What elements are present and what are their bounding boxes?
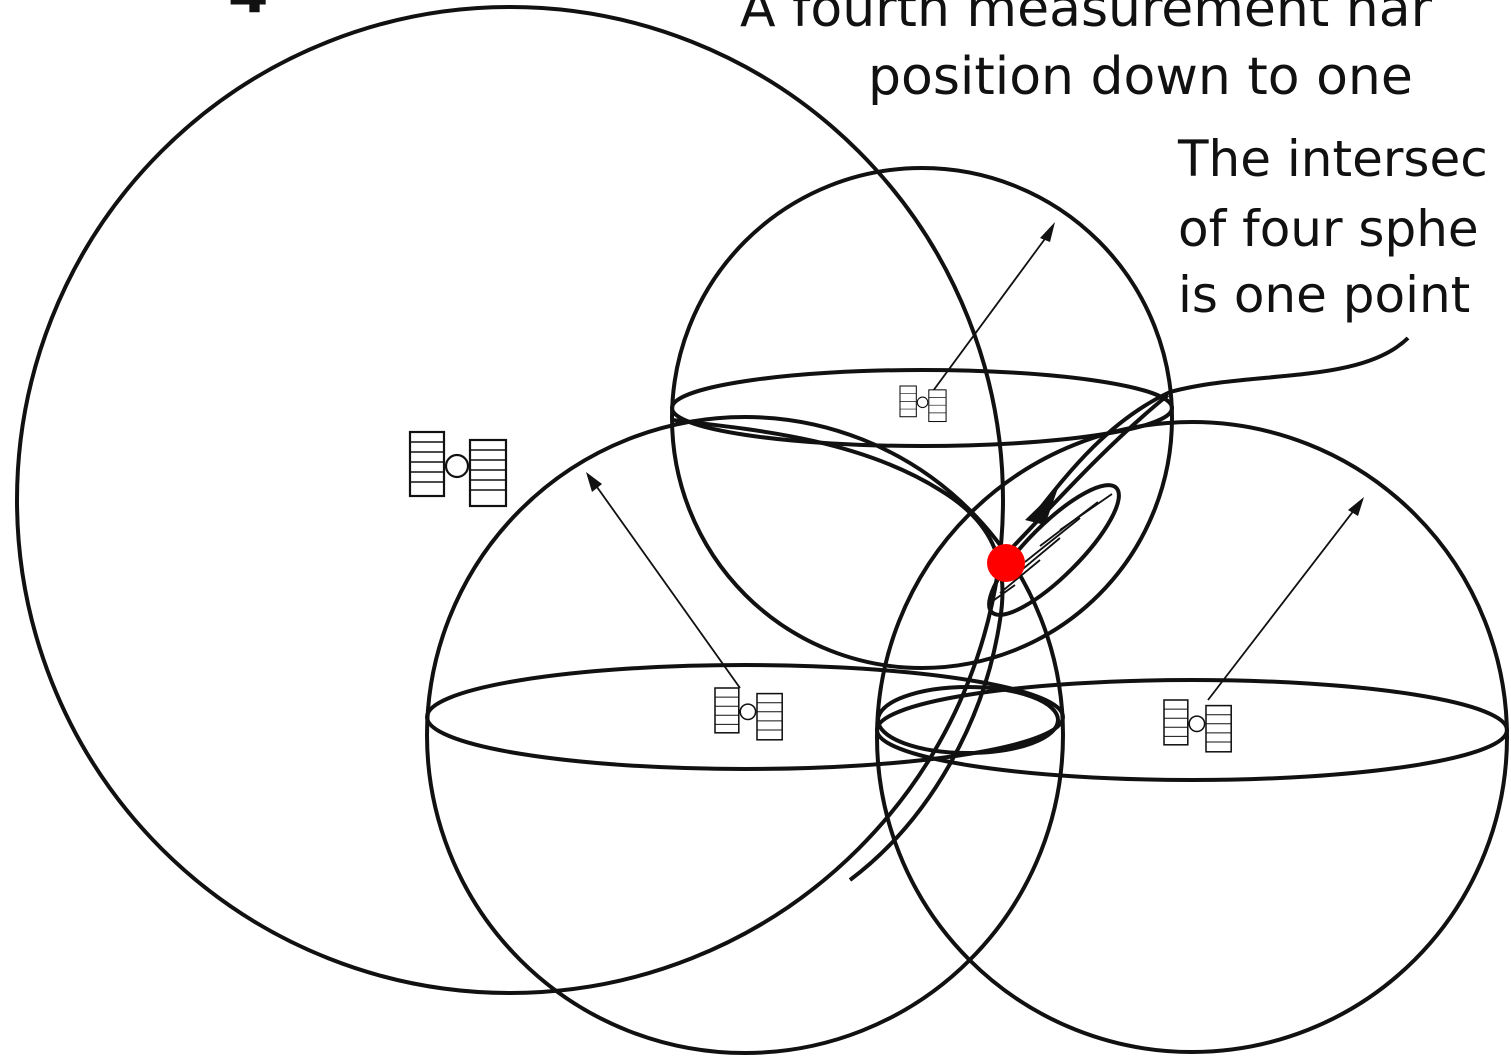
satellite-icon <box>899 385 947 423</box>
callout-line-2: of four sphe <box>1178 200 1479 258</box>
intersection-region <box>987 483 1121 617</box>
callout-line-1: The intersec <box>1177 130 1488 188</box>
satellite-icon <box>1163 699 1232 753</box>
top-sphere-equator <box>670 368 1174 448</box>
heading-line-2: position down to one <box>868 47 1413 107</box>
overlap-ellipse <box>876 685 1060 755</box>
callout-leader-line <box>1033 336 1410 517</box>
position-marker <box>987 544 1025 582</box>
satellite-icon <box>714 687 783 741</box>
hatch-line <box>989 584 1016 604</box>
large-sphere-outline <box>15 5 1005 995</box>
right-sphere-outline <box>875 420 1509 1054</box>
left-sphere-equator <box>425 663 1065 771</box>
left-sphere <box>425 415 1065 1055</box>
callout-line-3: is one point <box>1178 266 1470 324</box>
intersection-curve-left <box>671 418 1005 882</box>
top-sphere-outline <box>670 166 1174 670</box>
heading-line-1: A fourth measurement nar <box>740 0 1433 39</box>
hatch-line <box>1059 493 1113 531</box>
large-sphere <box>15 5 1005 995</box>
top-sphere <box>670 166 1174 670</box>
satellite-icon <box>408 430 508 508</box>
hatch-line <box>999 559 1041 594</box>
intersection-ellipse <box>987 483 1121 617</box>
right-sphere <box>875 420 1509 1054</box>
right-sphere-equator <box>875 678 1509 782</box>
radius-arrow-left <box>586 472 741 689</box>
radius-arrow-top <box>929 222 1055 396</box>
hatch-line <box>1024 517 1081 563</box>
radius-arrow-right <box>1207 497 1364 701</box>
intersection-curve-right <box>998 393 1170 562</box>
step-number: 4 <box>228 0 268 26</box>
callout-arrowhead <box>1025 488 1058 525</box>
left-sphere-outline <box>425 415 1065 1055</box>
